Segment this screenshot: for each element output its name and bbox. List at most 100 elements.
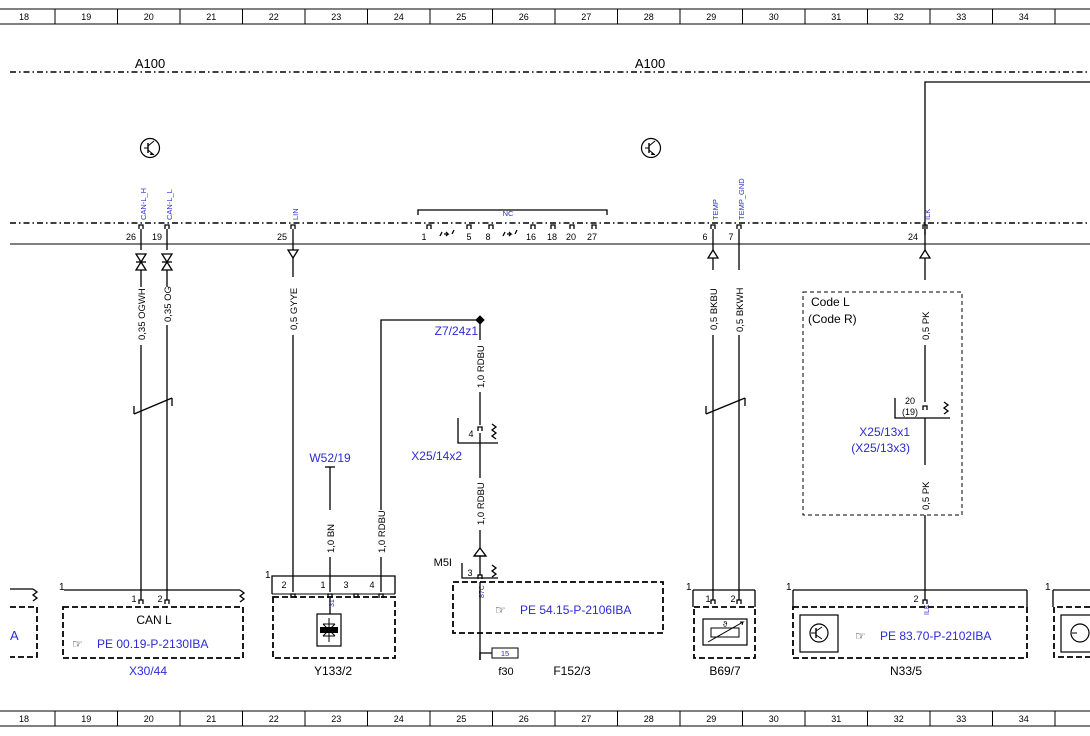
wire-label: 1,0 RDBU: [476, 482, 487, 525]
hand-pointer-icon: ☞: [72, 637, 83, 651]
component-x30-44: 1 1 2 CAN L ☞ PE 00.19-P-2130IBA X30/44: [59, 582, 246, 678]
pin-number: 2: [913, 594, 918, 604]
code-box: Code L (Code R) 0,5 PK 20 (19) X25/13x1 …: [802, 248, 963, 600]
ground-label: W52/19: [309, 451, 351, 465]
ruler-column-label: 22: [269, 12, 279, 22]
ruler-column-label: 24: [394, 714, 404, 724]
code-line-1: Code L: [811, 295, 850, 309]
pin-number: 2: [730, 594, 735, 604]
connector-label: X25/13x1: [859, 425, 910, 439]
component-name: X30/44: [129, 664, 167, 678]
component-title: CAN L: [136, 613, 172, 627]
svg-text:ϑ: ϑ: [723, 620, 728, 629]
temp-sensor-wires: 0,5 BKBU 0,5 BKWH: [705, 248, 746, 600]
can-bus-twisted-pair: 0,35 OGWH 0,35 OG: [133, 253, 174, 600]
connector-pin: 4: [468, 429, 473, 439]
device-icon: [1060, 614, 1090, 653]
pin-number: 4: [369, 580, 374, 590]
rdbu-center-wire: 1,0 RDBU 4 X25/14x2 1,0 RDBU M5I 3: [411, 324, 498, 579]
corner-number: 1: [59, 582, 65, 593]
pin-25: LIN 25: [277, 208, 300, 250]
ruler-column-label: 26: [519, 714, 529, 724]
pin-signal: TEMP_GND: [737, 178, 746, 220]
ruler-column-label: 20: [144, 714, 154, 724]
ruler-column-label: 32: [894, 12, 904, 22]
pin-number: 25: [277, 232, 287, 242]
inner-pin: 31: [329, 599, 336, 607]
corner-number: 1: [1045, 582, 1051, 593]
ruler-column-label: 18: [19, 12, 29, 22]
ruler-column-label: 19: [81, 12, 91, 22]
ruler-column-label: 22: [269, 714, 279, 724]
ruler-column-label: 24: [394, 12, 404, 22]
cross-reference-link[interactable]: PE 00.19-P-2130IBA: [97, 637, 208, 651]
connector-pin-alt: (19): [902, 407, 918, 417]
ruler-column-label: 27: [581, 12, 591, 22]
wire-label: 1,0 BN: [326, 524, 337, 553]
wire-label: 1,0 RDBU: [377, 510, 388, 553]
temperature-sensor-icon: ϑ: [702, 618, 748, 646]
nc-pin-group: NC 1 5 8 16 18 20 27: [417, 209, 608, 242]
hand-pointer-icon: ☞: [495, 603, 506, 617]
wire-label: 0,5 BKWH: [735, 288, 746, 332]
component-name: N33/5: [890, 664, 922, 678]
ruler-column-label: 25: [456, 714, 466, 724]
pin-number: 2: [157, 594, 162, 604]
pin-number: 3: [343, 580, 348, 590]
corner-number: 1: [265, 570, 271, 581]
inner-pin: 87C: [479, 585, 486, 598]
pin-number: 7: [728, 232, 733, 242]
nc-pin-number: 20: [566, 232, 576, 242]
wire-label: 0,5 PK: [921, 311, 932, 340]
nc-pin-number: 8: [485, 232, 490, 242]
valve-icon: [316, 613, 342, 647]
pin-number: 1: [705, 594, 710, 604]
cross-reference-link[interactable]: PE 54.15-P-2106IBA: [520, 603, 631, 617]
ruler-column-label: 29: [706, 714, 716, 724]
pin-26: CAN-L_H 26: [126, 188, 148, 250]
ruler-column-label: 32: [894, 714, 904, 724]
connector-label-alt: (X25/13x3): [851, 441, 910, 455]
component-n33-5: 1 2 ILK ☞ PE 83.70-P-2102IBA N33/5: [786, 582, 1028, 678]
nc-pin-number: 27: [587, 232, 597, 242]
hand-pointer-icon: ☞: [855, 629, 866, 643]
pin-signal: CAN-L_L: [165, 189, 174, 220]
inner-pin: ILK: [924, 604, 931, 615]
wire-label: 0,5 BKBU: [709, 288, 720, 330]
connector-label: M5I: [434, 557, 452, 569]
ruler-column-label: 31: [831, 714, 841, 724]
bn-wire: W52/19 1,0 BN: [309, 451, 351, 592]
nc-pin-number: 16: [526, 232, 536, 242]
rdbu-wire: Z7/24z1 1,0 RDBU: [377, 315, 485, 592]
ruler-column-label: 33: [956, 714, 966, 724]
cross-reference-link[interactable]: PE 83.70-P-2102IBA: [880, 629, 991, 643]
wire-label: 0,5 GYYE: [289, 288, 300, 330]
ruler-column-label: 34: [1019, 12, 1029, 22]
ruler-column-label: 23: [331, 714, 341, 724]
ruler-column-label: 25: [456, 12, 466, 22]
component-partial-left: A: [10, 588, 39, 658]
pin-signal: LIN: [291, 208, 300, 220]
ruler-column-label: 21: [206, 12, 216, 22]
transistor-icon: [640, 137, 662, 159]
fuse-value: 15: [501, 649, 509, 658]
ruler-column-label: 30: [769, 12, 779, 22]
connector-pin: 20: [905, 396, 915, 406]
pin-signal: CAN-L_H: [139, 188, 148, 220]
component-y133-2: 1 2 1 3 4 31 Y133/2: [265, 570, 396, 678]
component-name: B69/7: [709, 664, 741, 678]
corner-number: 1: [786, 582, 792, 593]
pin-number: 24: [908, 232, 918, 242]
nc-pin-number: 5: [466, 232, 471, 242]
fuse-label: f30: [498, 666, 513, 678]
wire-label: 1,0 RDBU: [476, 345, 487, 388]
transistor-icon: [799, 614, 839, 653]
pin-24: ILK 24: [908, 209, 932, 250]
component-name: Y133/2: [314, 664, 352, 678]
pin-number: 1: [131, 594, 136, 604]
ruler-column-label: 29: [706, 12, 716, 22]
code-line-2: (Code R): [808, 312, 857, 326]
